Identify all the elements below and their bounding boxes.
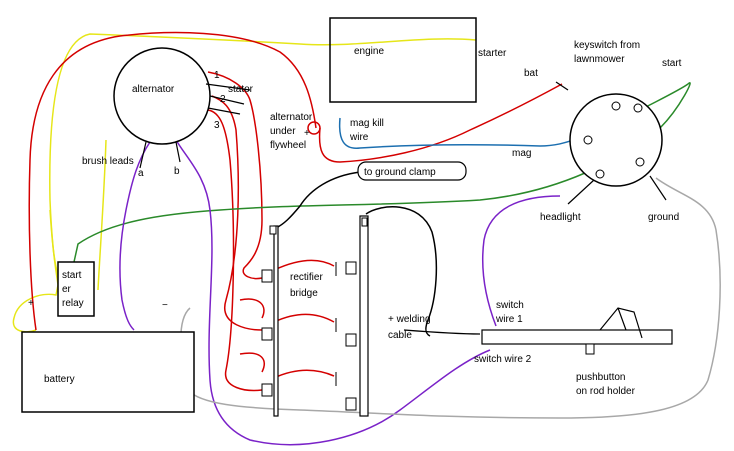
keyswitch-stub-bat [555, 81, 569, 91]
pushbutton-label-line1: pushbutton [576, 372, 626, 383]
brush-leads-label: brush leads [82, 156, 134, 167]
red-wire-rect-c [273, 369, 335, 379]
yellow-wire-relay-2 [97, 139, 107, 291]
keyswitch-terminal-right2 [635, 157, 645, 167]
rectifier-right-top-terminal [361, 217, 368, 227]
blue-wire [338, 117, 581, 149]
alternator-terminal-1-label: 1 [214, 70, 220, 81]
battery-minus-label: − [162, 300, 168, 311]
keyswitch-stub-headlight [567, 179, 595, 205]
ground-label: ground [648, 212, 679, 223]
switch-wire-1-label-line2: wire 1 [495, 314, 523, 325]
purple-wire-switch1 [482, 195, 561, 327]
rectifier-label-line1: rectifier [290, 272, 323, 283]
red-wire-rect-loops [239, 298, 265, 373]
red-wire-term2 [211, 95, 263, 331]
mag-kill-label-line2: wire [349, 132, 369, 143]
starter-relay-label-line3: relay [62, 298, 84, 309]
keyswitch-terminal-top [611, 101, 621, 111]
red-wire-bat [318, 83, 563, 163]
yellow-wire-relay [49, 209, 59, 276]
switch-wire-1-label-line1: switch [496, 300, 524, 311]
keyswitch-terminal-left [583, 135, 593, 145]
alt-under-flywheel-line3: flywheel [270, 140, 306, 151]
rectifier-top-terminal [269, 225, 277, 235]
engine-box [329, 17, 477, 103]
red-wire-term3 [207, 109, 263, 392]
alternator-lead-1 [205, 83, 251, 91]
red-wire-rect-a [273, 259, 335, 271]
keyswitch-terminal-bottom [595, 169, 605, 179]
alternator-lead-3 [207, 107, 241, 115]
welding-cable-label-line2: cable [388, 330, 412, 341]
ground-clamp-box [357, 161, 467, 181]
green-wire [73, 81, 691, 263]
purple-wire-b [175, 139, 491, 446]
rectifier-bar-left [273, 225, 279, 417]
rectifier-diode-l2 [261, 327, 273, 341]
battery-plus-label: + [28, 298, 34, 309]
purple-wire-a [119, 141, 151, 331]
red-wire-main [28, 31, 317, 331]
rectifier-diode-l3 [261, 383, 273, 397]
red-wire-rect-b [273, 313, 335, 323]
black-wire-welding [365, 206, 438, 337]
alt-under-flywheel-line2: under [270, 126, 296, 137]
brush-lead-b-line [175, 141, 181, 163]
starter-label: starter [478, 48, 507, 59]
alt-under-flywheel-plus: + [304, 128, 310, 139]
brush-a-label: a [138, 168, 144, 179]
brush-lead-a-line [139, 141, 147, 169]
starter-relay-label-line1: start [62, 270, 82, 281]
alternator-lead-2 [209, 95, 245, 105]
engine-label: engine [354, 46, 384, 57]
stator-label: stator [228, 84, 254, 95]
rectifier-diode-r3 [345, 397, 357, 411]
switch-wire-2-label: switch wire 2 [474, 354, 532, 365]
rectifier-label-line2: bridge [290, 288, 318, 299]
rectifier-diode-l1 [261, 269, 273, 283]
alternator-label: alternator [132, 84, 175, 95]
starter-relay-label-line2: er [62, 284, 72, 295]
rectifier-bar-right [359, 215, 369, 417]
rod-holder-body [481, 329, 673, 345]
alternator-circle [113, 47, 211, 145]
headlight-label: headlight [540, 212, 581, 223]
welding-cable-label-line1: + welding [388, 314, 431, 325]
keyswitch-label-line1: keyswitch from [574, 40, 640, 51]
keyswitch-circle [569, 93, 663, 187]
rectifier-diode-r1 [345, 261, 357, 275]
mag-kill-label-line1: mag kill [350, 118, 384, 129]
bat-label: bat [524, 68, 538, 79]
keyswitch-label-line2: lawnmower [574, 54, 625, 65]
pushbutton-shape [585, 343, 595, 355]
pushbutton-label-line2: on rod holder [576, 386, 636, 397]
rod-holder-jaw [599, 307, 643, 339]
black-wire-rod [403, 329, 481, 335]
black-wire-ground-clamp [275, 171, 361, 229]
mag-label: mag [512, 148, 531, 159]
battery-label: battery [44, 374, 75, 385]
alt-under-flywheel-line1: alternator [270, 112, 313, 123]
keyswitch-stub-ground [649, 175, 667, 201]
ground-clamp-label: to ground clamp [364, 167, 436, 178]
keyswitch-terminal-right [633, 103, 643, 113]
alternator-terminal-3-label: 3 [214, 120, 220, 131]
battery-box [21, 331, 195, 413]
starter-relay-box [57, 261, 95, 317]
brush-b-label: b [174, 166, 180, 177]
rectifier-diode-r2 [345, 333, 357, 347]
start-label: start [662, 58, 682, 69]
alternator-terminal-2-label: 2 [220, 94, 226, 105]
